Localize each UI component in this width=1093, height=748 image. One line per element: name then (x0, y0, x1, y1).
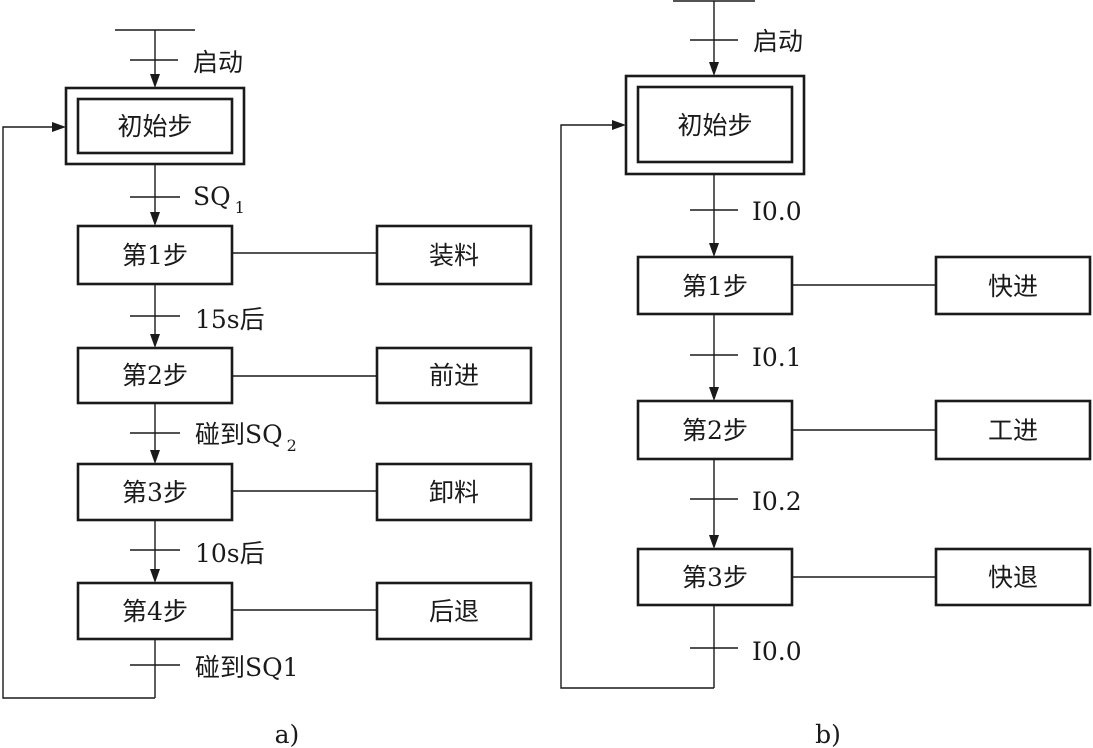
b-action-2-label: 工进 (988, 416, 1038, 445)
b-action-1 (934, 255, 1092, 316)
a-initial-step-inner (76, 97, 234, 155)
a-action-1-label: 装料 (429, 241, 479, 270)
b-action-1-label: 快进 (988, 272, 1038, 301)
a-step-3-label: 第3步 (122, 478, 188, 507)
a-action-4-label: 后退 (429, 597, 479, 626)
a-arrow-4 (150, 569, 160, 583)
b-step-1 (636, 255, 794, 316)
b-start-arrow (709, 62, 719, 76)
b-initial-step-label: 初始步 (677, 111, 752, 140)
a-initial-step-label: 初始步 (117, 112, 192, 141)
b-arrow-2 (709, 387, 719, 401)
b-action-3-label: 快退 (988, 563, 1038, 592)
b-caption: b) (815, 720, 841, 748)
b-step-3 (636, 547, 794, 607)
a-arrow-3 (150, 450, 160, 464)
a-transition-2-label: 15s后 (195, 305, 265, 334)
a-step-4 (76, 581, 234, 641)
b-action-2 (934, 399, 1092, 461)
b-step-2-label: 第2步 (682, 416, 748, 445)
a-caption: a) (275, 720, 300, 748)
b-transition-1-label: I0.0 (752, 197, 802, 226)
a-step-1 (76, 224, 234, 286)
b-arrow-3 (709, 535, 719, 549)
b-transition-4-label: I0.0 (752, 637, 802, 666)
a-action-3 (375, 462, 533, 522)
a-transition-5-label: 碰到SQ1 (195, 653, 299, 682)
a-step-4-label: 第4步 (122, 597, 188, 626)
b-step-2 (636, 399, 794, 461)
a-loop-arrow (52, 122, 66, 132)
b-action-3 (934, 547, 1092, 607)
a-step-1-label: 第1步 (122, 241, 188, 270)
a-action-2 (375, 346, 533, 405)
b-loop-arrow (612, 120, 626, 130)
b-arrow-1 (709, 243, 719, 257)
b-transition-3-label: I0.2 (752, 487, 802, 516)
a-step-2-label: 第2步 (122, 361, 188, 390)
a-transition-4-label: 10s后 (195, 539, 265, 568)
a-step-3 (76, 462, 234, 522)
a-start-label: 启动 (193, 48, 243, 77)
b-loop-back (560, 124, 714, 689)
b-transition-2-label: I0.1 (752, 343, 802, 372)
a-action-2-label: 前进 (429, 361, 479, 390)
a-action-3-label: 卸料 (429, 478, 479, 507)
diagram-b: 启动 初始步 I0.0 第1步 快进 I0.1 第2步 工进 I0.2 (560, 0, 1092, 748)
a-loop-back (2, 126, 155, 699)
a-action-1 (375, 224, 533, 286)
b-step-1-label: 第1步 (682, 272, 748, 301)
a-arrow-2 (150, 334, 160, 348)
a-start-arrow (150, 74, 160, 88)
b-start-label: 启动 (753, 27, 803, 56)
a-arrow-1 (150, 212, 160, 226)
b-initial-step-inner (636, 85, 794, 164)
b-step-3-label: 第3步 (682, 563, 748, 592)
a-action-4 (375, 581, 533, 641)
